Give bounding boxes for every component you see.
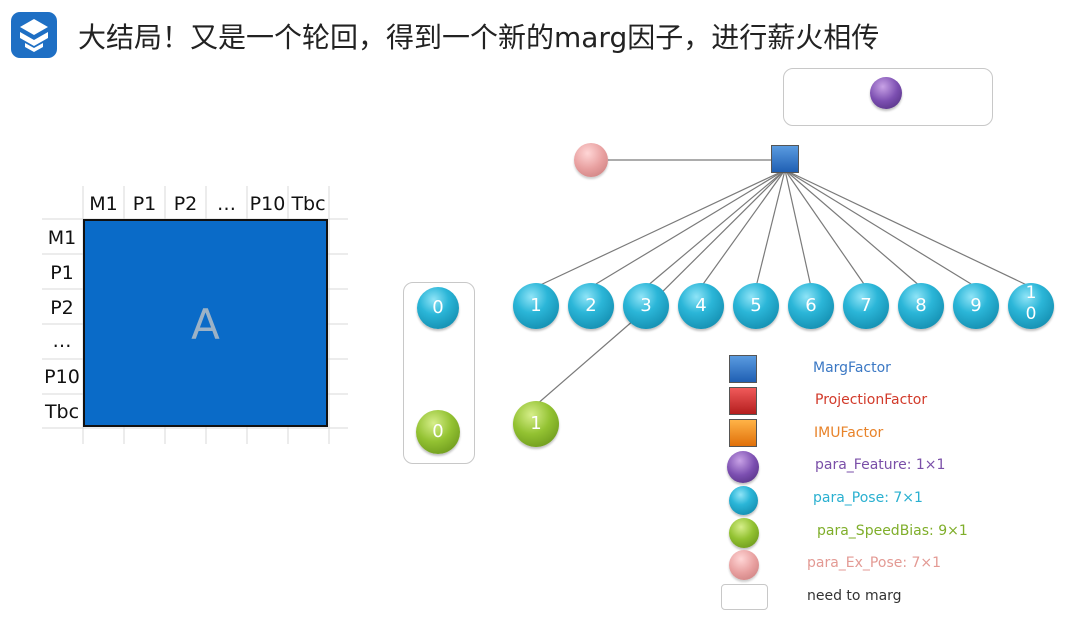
ex-pose-node — [574, 143, 608, 177]
pose-node-7: 7 — [843, 283, 889, 329]
legend-label-para-speedbias: para_SpeedBias: 9×1 — [817, 523, 968, 539]
col-header-p2: P2 — [173, 193, 198, 215]
marg-factor-node — [771, 145, 799, 173]
row-header-p2: P2 — [50, 297, 74, 319]
legend-ex-pose-swatch — [729, 550, 759, 580]
matrix-block-label: A — [191, 300, 220, 349]
row-header-p10: P10 — [44, 366, 80, 388]
brand-logo-icon — [11, 12, 57, 58]
row-header-tbc: Tbc — [44, 401, 80, 423]
pose-node-8: 8 — [898, 283, 944, 329]
pose-node-2: 2 — [568, 283, 614, 329]
row-header-m1: M1 — [47, 227, 77, 249]
matrix-block-a — [83, 219, 328, 427]
legend-projection-factor-swatch — [729, 387, 757, 415]
legend-label-para-ex-pose: para_Ex_Pose: 7×1 — [807, 555, 942, 571]
speedbias-node-0: 0 — [416, 410, 460, 454]
pose-node-1: 1 — [513, 283, 559, 329]
col-header-ellipsis: … — [217, 193, 236, 215]
legend-feature-swatch — [727, 451, 759, 483]
legend-label-projection-factor: ProjectionFactor — [815, 392, 928, 408]
col-header-m1: M1 — [89, 193, 118, 215]
pose-node-4: 4 — [678, 283, 724, 329]
col-header-p10: P10 — [249, 193, 286, 215]
legend-need-to-marg-swatch — [721, 584, 768, 610]
legend-label-need-to-marg: need to marg — [807, 588, 902, 604]
page-title: 大结局！又是一个轮回，得到一个新的marg因子，进行薪火相传 — [78, 21, 880, 54]
pose-node-9: 9 — [953, 283, 999, 329]
pose-node-10: 1 0 — [1008, 283, 1054, 329]
legend-label-para-feature: para_Feature: 1×1 — [815, 457, 946, 473]
feature-node — [870, 77, 902, 109]
legend-pose-swatch — [729, 486, 758, 515]
pose-node-5: 5 — [733, 283, 779, 329]
pose-node-0: 0 — [417, 287, 459, 329]
legend-marg-factor-swatch — [729, 355, 757, 383]
speedbias-node-1: 1 — [513, 401, 559, 447]
legend-speedbias-swatch — [729, 518, 759, 548]
col-header-p1: P1 — [132, 193, 157, 215]
legend-label-marg-factor: MargFactor — [813, 360, 891, 376]
col-header-tbc: Tbc — [291, 193, 326, 215]
legend-label-para-pose: para_Pose: 7×1 — [813, 490, 923, 506]
legend-label-imu-factor: IMUFactor — [814, 425, 884, 441]
row-header-ellipsis: … — [52, 330, 72, 352]
pose-node-3: 3 — [623, 283, 669, 329]
pose-node-6: 6 — [788, 283, 834, 329]
legend-imu-factor-swatch — [729, 419, 757, 447]
row-header-p1: P1 — [50, 262, 74, 284]
